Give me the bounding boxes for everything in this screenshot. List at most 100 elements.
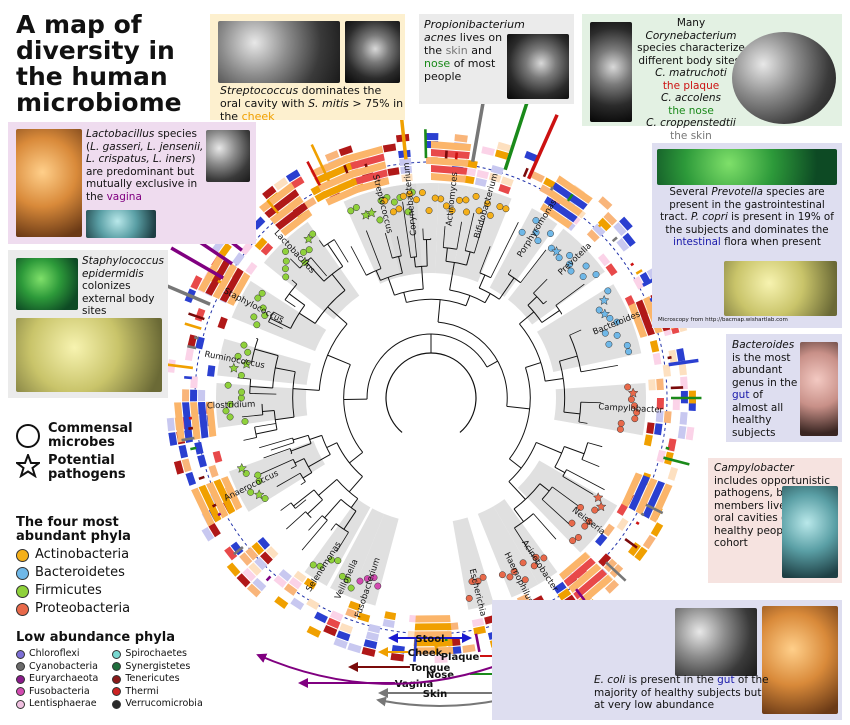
commensal-leaf-marker [591,506,599,514]
shape-legend: Commensal microbes Potential pathogens [14,422,158,482]
abundance-bar [343,164,349,174]
commensal-leaf-marker [344,576,352,584]
heatmap-cell [236,573,251,588]
commensal-leaf-marker [316,562,324,570]
tree-branch [288,293,306,306]
heatmap-cell [414,623,452,631]
heatmap-cell [206,481,229,519]
low-phylum-color-icon [112,649,122,659]
abundance-bar [217,279,222,284]
tree-branch [365,230,382,269]
tree-branch [421,266,424,290]
low-phylum-legend-label: Spirochaetes [125,648,187,659]
abundance-bar [635,521,640,526]
commensal-leaf-marker [240,341,248,349]
heatmap-cell [293,570,307,583]
heatmap-cell [290,597,305,611]
commensal-leaf-marker [566,260,574,268]
phyla-legend: The four most abundant phyla Actinobacte… [16,516,186,618]
heatmap-cell [251,542,265,556]
heatmap-cell [347,642,362,654]
heatmap-cell [387,167,400,177]
commensal-leaf-marker [574,533,582,541]
heatmap-cell [212,450,223,464]
callout-ecoli-site: gut [717,674,735,686]
low-phylum-legend-item: Cyanobacteria [16,661,98,674]
abundance-bar [266,199,280,214]
tree-branch [318,240,325,247]
tree-branch [473,217,486,254]
abundance-bar [549,186,554,191]
callout-coryne-sp3: C. croppenstedtii [646,117,736,129]
tree-branch [292,371,296,418]
tree-branch [241,414,263,418]
tree-branch [562,476,594,495]
abundance-bar [163,283,211,306]
tree-branch [259,437,293,449]
heatmap-cell [652,352,662,365]
abundance-bar [181,436,195,442]
low-phylum-legend-item: Synergistetes [112,661,202,674]
commensal-leaf-marker [258,289,266,297]
legend-low-title: Low abundance phyla [16,630,175,645]
low-phylum-color-icon [16,674,25,684]
abundance-bar [503,102,529,171]
heatmap-cell [218,242,232,257]
heatmap-cell [306,625,322,638]
tree-branch [243,437,257,441]
tree-branch [541,486,553,500]
commensal-leaf-marker [309,561,317,569]
tree-branch [276,472,301,488]
heatmap-cell [667,438,677,452]
commensal-leaf-marker [300,248,307,256]
abundance-bar [667,356,672,360]
tree-branch [442,226,446,248]
pathogen-star-marker [366,207,377,218]
callout-ecoli: E. coli is present in the gut of the maj… [492,600,842,720]
tree-branch [350,498,359,508]
tree-branch [508,367,531,460]
tree-branch [292,434,309,441]
tree-branch [581,459,600,467]
commensal-leaf-marker [395,205,403,213]
heatmap-cell [220,476,243,511]
heatmap-cell [219,267,244,303]
abundance-bar [188,312,205,321]
abundance-bar [611,236,618,243]
heatmap-cell [254,556,268,571]
heatmap-cell [616,517,629,531]
callout-bacteroides: Bacteroides is the most abundant genus i… [726,334,842,442]
commensal-leaf-marker [305,246,313,254]
heatmap-cell [190,275,203,290]
heatmap-cell [191,487,215,527]
phylum-legend-item: Actinobacteria [16,546,186,564]
heatmap-cell [285,169,301,183]
callout-coryne-sp1-site: the plaque [662,79,720,92]
heatmap-cell [568,563,602,593]
low-phylum-legend-label: Cyanobacteria [29,660,98,672]
commensal-leaf-marker [261,312,269,319]
tree-branch [310,257,328,277]
tree-branch [392,255,402,259]
commensal-leaf-marker [234,352,242,360]
tree-branch [308,515,323,531]
callout-prevotella-text2: species are present in the gastrointesti… [660,186,825,223]
heatmap-cell [230,541,244,556]
heatmap-cell [198,401,209,439]
heatmap-cell [259,182,295,213]
commensal-leaf-marker [282,273,290,281]
bacteroides-image [800,342,838,436]
phylum-legend-label: Firmicutes [35,583,102,598]
clade-wedge [378,183,439,277]
abundance-bar [424,129,428,159]
commensal-leaf-marker [475,207,483,215]
heatmap-cell [586,229,600,243]
callout-prevotella-species: P. copri [690,211,728,223]
heatmap-cell [649,340,660,353]
heatmap-cell [257,536,271,550]
commensal-leaf-marker [352,204,360,211]
abundance-bar [184,322,202,330]
heatmap-cell [197,454,207,468]
tree-branch [292,388,320,391]
heatmap-cell [198,254,224,293]
